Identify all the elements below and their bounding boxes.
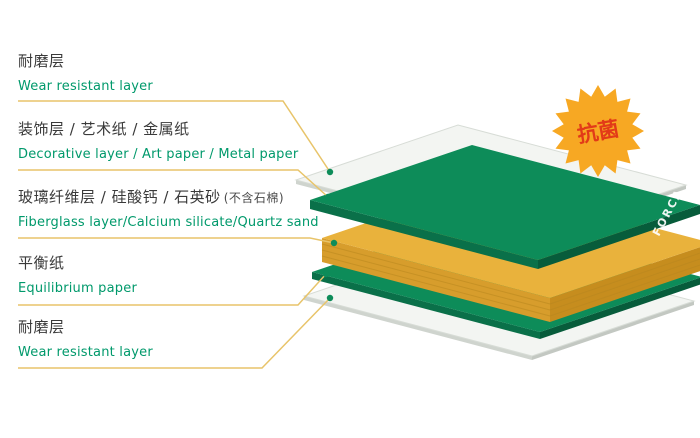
label-zh-text: 玻璃纤维层 / 硅酸钙 / 石英砂 [18,188,221,206]
layer-decorative: FORCA [310,145,700,269]
decorative-top-face [310,145,700,260]
leader-dot-4 [322,270,330,278]
leader-line-1 [18,100,331,173]
core-sheet-stripes [321,243,700,317]
label-zh-text: 耐磨层 [18,52,65,70]
leader-lines [18,100,338,369]
equilibrium-right-side [540,277,700,339]
label-decorative-layer: 装饰层 / 艺术纸 / 金属纸 Decorative layer / Art p… [18,120,348,163]
label-zh-text: 装饰层 / 艺术纸 / 金属纸 [18,120,190,138]
leader-dot-1 [326,168,334,176]
label-equilibrium-paper: 平衡纸 Equilibrium paper [18,254,348,297]
label-fiberglass-core: 玻璃纤维层 / 硅酸钙 / 石英砂(不含石棉) Fiberglass layer… [18,188,348,231]
leader-line-5 [18,297,331,369]
layer-labels: 耐磨层 Wear resistant layer 装饰层 / 艺术纸 / 金属纸… [18,0,348,438]
leader-line-2 [18,169,329,198]
label-en: Fiberglass layer/Calcium silicate/Quartz… [18,215,319,230]
leader-line-3 [18,237,335,244]
decorative-left-side [310,200,538,269]
label-en: Equilibrium paper [18,281,137,296]
label-en: Decorative layer / Art paper / Metal pap… [18,147,299,162]
leader-dot-3 [330,239,338,247]
label-zh-text: 平衡纸 [18,254,65,272]
label-wear-resistant-top: 耐磨层 Wear resistant layer [18,52,348,95]
decorative-right-side [538,205,700,269]
wear-bottom-left-side [304,296,532,360]
leader-dot-2 [324,193,332,201]
label-en: Wear resistant layer [18,345,153,360]
label-zh: 玻璃纤维层 / 硅酸钙 / 石英砂(不含石棉) [18,188,348,208]
label-zh: 平衡纸 [18,254,348,274]
label-en: Wear resistant layer [18,79,153,94]
label-zh: 耐磨层 [18,318,348,338]
label-zh-note: (不含石棉) [223,191,285,205]
wear-bottom-right-side [532,301,694,360]
label-wear-resistant-bottom: 耐磨层 Wear resistant layer [18,318,348,361]
leader-dot-5 [326,294,334,302]
leader-line-4 [18,273,327,306]
label-zh: 装饰层 / 艺术纸 / 金属纸 [18,120,348,140]
equilibrium-left-side [312,272,540,339]
label-zh-text: 耐磨层 [18,318,65,336]
badge-starburst-icon [552,85,644,177]
label-zh: 耐磨层 [18,52,348,72]
antibacterial-badge: 抗菌 [552,85,644,177]
